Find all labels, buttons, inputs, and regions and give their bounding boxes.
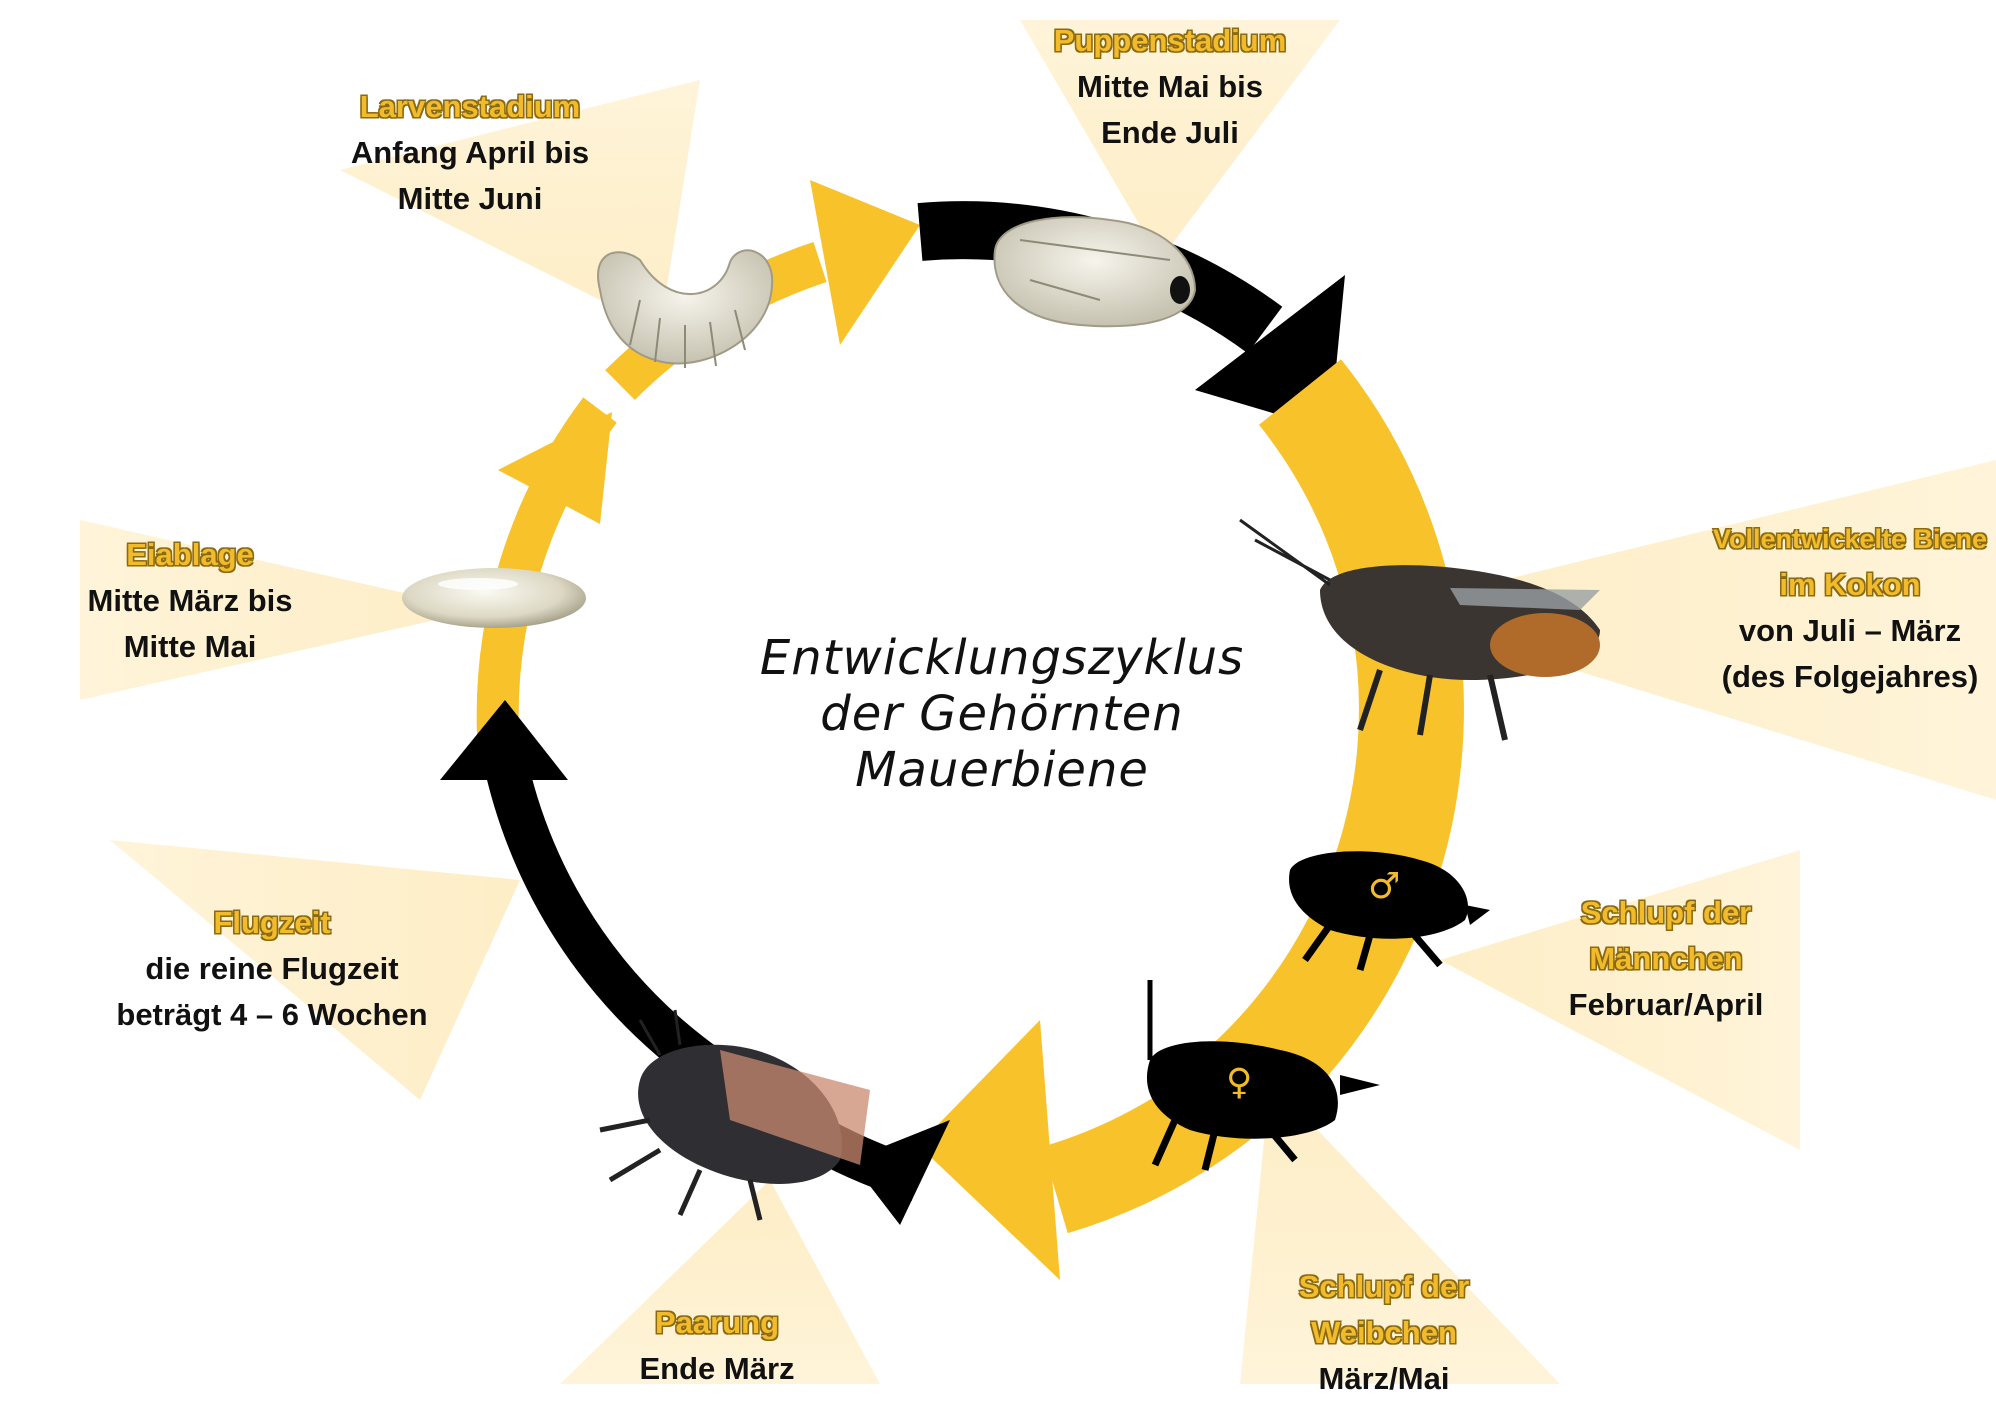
label-line: Mitte Juni xyxy=(351,176,589,222)
label-line: Mitte März bis xyxy=(88,578,293,624)
label-title: Paarung xyxy=(639,1300,794,1346)
label-line: (des Folgejahres) xyxy=(1690,654,1996,700)
label-title: Vollentwickelte Biene xyxy=(1690,516,1996,562)
center-title-line1: Entwicklungszyklus xyxy=(760,630,1244,686)
egg-highlight xyxy=(438,578,518,590)
arrow-head-mating xyxy=(850,1120,950,1225)
label-schlupf-weibchen: Schlupf der Weibchen März/Mai xyxy=(1299,1264,1470,1402)
label-line: Ende Juli xyxy=(1054,110,1287,156)
center-title-line3: Mauerbiene xyxy=(760,742,1244,798)
label-line: Ende März xyxy=(639,1346,794,1392)
label-line: beträgt 4 – 6 Wochen xyxy=(116,992,427,1038)
label-schlupf-maennchen: Schlupf der Männchen Februar/April xyxy=(1569,890,1764,1028)
label-title-2: Weibchen xyxy=(1299,1310,1470,1356)
label-flugzeit: Flugzeit die reine Flugzeit beträgt 4 – … xyxy=(116,900,427,1038)
label-title: Schlupf der xyxy=(1569,890,1764,936)
label-vollentwickelte-biene: Vollentwickelte Biene im Kokon von Juli … xyxy=(1690,516,1996,700)
label-title-2: im Kokon xyxy=(1690,562,1996,608)
label-line: März/Mai xyxy=(1299,1356,1470,1402)
male-symbol: ♂ xyxy=(1368,866,1400,907)
label-line: die reine Flugzeit xyxy=(116,946,427,992)
label-title-2: Männchen xyxy=(1569,936,1764,982)
label-line: Mitte Mai bis xyxy=(1054,64,1287,110)
label-line: Februar/April xyxy=(1569,982,1764,1028)
label-title: Puppenstadium xyxy=(1054,18,1287,64)
label-title: Flugzeit xyxy=(116,900,427,946)
arrow-head-larva xyxy=(810,180,920,345)
label-line: Anfang April bis xyxy=(351,130,589,176)
center-title-line2: der Gehörnten xyxy=(760,686,1244,742)
label-line: von Juli – März xyxy=(1690,608,1996,654)
arc-adult-cocoon xyxy=(1240,392,1411,1090)
mating-bees-image xyxy=(600,1010,870,1220)
arrow-head-emergence xyxy=(918,1020,1060,1280)
female-symbol: ♀ xyxy=(1226,1062,1252,1103)
egg-image xyxy=(402,568,586,628)
label-paarung: Paarung Ende März xyxy=(639,1300,794,1392)
label-title: Larvenstadium xyxy=(351,84,589,130)
larva-image xyxy=(598,250,772,368)
label-larvenstadium: Larvenstadium Anfang April bis Mitte Jun… xyxy=(351,84,589,222)
label-puppenstadium: Puppenstadium Mitte Mai bis Ende Juli xyxy=(1054,18,1287,156)
label-title: Schlupf der xyxy=(1299,1264,1470,1310)
label-eiablage: Eiablage Mitte März bis Mitte Mai xyxy=(88,532,293,670)
label-line: Mitte Mai xyxy=(88,624,293,670)
center-title: Entwicklungszyklus der Gehörnten Mauerbi… xyxy=(760,630,1244,798)
label-title: Eiablage xyxy=(88,532,293,578)
arrow-head-flight xyxy=(440,700,568,780)
